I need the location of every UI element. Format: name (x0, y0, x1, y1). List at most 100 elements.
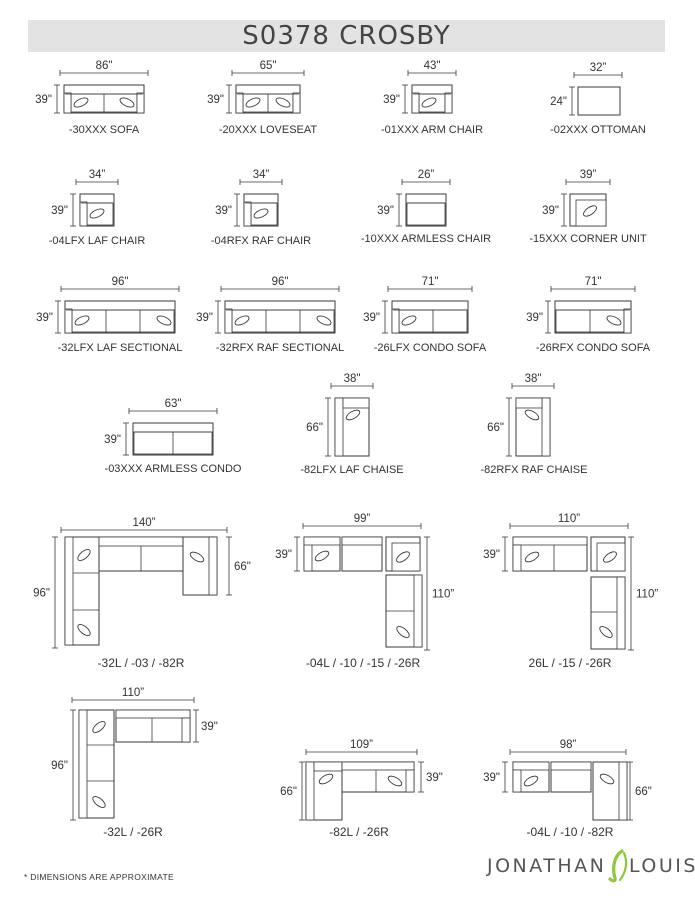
pillow (396, 551, 410, 563)
brand-name-right: LOUIS (629, 855, 695, 877)
depth-label: 96" (33, 588, 50, 600)
width-label: 65" (260, 60, 277, 72)
depth-label: 110” (636, 589, 658, 601)
config-code: 26L / -15 / -26R (529, 656, 612, 670)
width-label: 32” (590, 62, 607, 74)
right-arm (623, 308, 632, 334)
width-label: 34” (253, 169, 270, 181)
depth-label: 39" (201, 721, 218, 733)
back-rail (550, 761, 592, 771)
back-rail (115, 709, 191, 719)
config-code: -32L / -03 / -82R (98, 656, 185, 670)
item-code: -20XXX LOVESEAT (219, 124, 318, 136)
width-label: 71" (422, 276, 439, 288)
left-arm (235, 92, 244, 114)
width-label: 140” (132, 517, 155, 529)
back-rail (341, 536, 383, 546)
back-rail (64, 536, 74, 646)
depth-label: 39" (196, 312, 213, 324)
item-code: -15XXX CORNER UNIT (529, 233, 647, 245)
back-rail (341, 761, 415, 771)
width-label: 63" (165, 398, 182, 410)
back-rail (512, 761, 550, 771)
pillow (396, 625, 410, 639)
depth-label: 66" (234, 561, 251, 573)
pillow (314, 550, 330, 562)
width-label: 34” (89, 169, 106, 181)
pillow (73, 97, 89, 108)
unit-15: 38" 66" -82RFX RAF CHAISE (481, 373, 588, 476)
pillow (524, 551, 540, 563)
config-1: 140” 96" 66" -32L / -03 / -82R (33, 517, 251, 670)
config-3: 110”39"110”26L / -15 / -26R (483, 513, 658, 670)
left-arm (63, 92, 72, 114)
arm (405, 769, 415, 793)
config-code: -32L / -26R (103, 825, 163, 839)
pillow (156, 315, 172, 326)
pillow (77, 548, 91, 562)
left-arm (411, 92, 420, 114)
config-code: -04L / -10 / -82R (527, 825, 614, 839)
depth-label: 39" (483, 772, 500, 784)
pillow (583, 205, 597, 217)
depth-label: 39" (275, 549, 292, 561)
pillow (606, 315, 622, 326)
depth-label: 39" (526, 312, 543, 324)
item-code: -82RFX RAF CHAISE (481, 464, 588, 476)
left-arm (64, 308, 73, 334)
config-code: -82L / -26R (329, 825, 389, 839)
depth-label: 39" (215, 205, 232, 217)
item-code: -32RFX RAF SECTIONAL (216, 342, 344, 354)
pillow (603, 551, 617, 563)
right-arm (136, 92, 145, 114)
item-code: -26LFX CONDO SOFA (374, 342, 487, 354)
item-code: -30XXX SOFA (69, 124, 140, 136)
item-code: -03XXX ARMLESS CONDO (105, 463, 242, 475)
unit-6: 34”39"-04RFX RAF CHAIR (211, 169, 311, 247)
item-code: -04LFX LAF CHAIR (49, 235, 146, 247)
left-arm (243, 201, 252, 227)
depth-label: 66" (487, 422, 504, 434)
width-label: 86" (96, 60, 113, 72)
pillow (74, 315, 90, 326)
pillow (345, 409, 361, 421)
unit-12: 71"39"-26RFX CONDO SOFA (526, 276, 651, 354)
pillow (524, 409, 540, 421)
depth-label: 66" (306, 422, 323, 434)
width-label: 38" (525, 373, 542, 385)
width-label: 99” (354, 513, 371, 525)
depth-label: 39" (377, 205, 394, 217)
config-5: 109”66"39"-82L / -26R (280, 739, 443, 839)
item-code: -10XXX ARMLESS CHAIR (361, 233, 491, 245)
left-arm (79, 201, 88, 227)
depth-label: 39" (207, 94, 224, 106)
back-rail (413, 574, 423, 648)
back-rail (512, 536, 588, 546)
brand-name-left: JONATHAN (487, 855, 607, 877)
ottoman-outline (577, 86, 621, 116)
unit-7: 26”39"-10XXX ARMLESS CHAIR (361, 169, 491, 245)
unit-5: 34”39"-04LFX LAF CHAIR (49, 169, 146, 247)
pillow (92, 795, 106, 809)
pillow (92, 720, 106, 734)
item-code: -01XXX ARM CHAIR (381, 124, 483, 136)
pillow (253, 208, 269, 219)
depth-label: 39" (383, 94, 400, 106)
pillow (234, 315, 250, 326)
unit-3: 43" 39" -01XXX ARM CHAIR (381, 60, 483, 136)
width-label: 43" (424, 60, 441, 72)
config-2: 99”39"110”-04L / -10 / -15 / -26R (275, 513, 454, 670)
config-4: 110”96"39"-32L / -26R (51, 687, 218, 839)
unit-8: 39”39"-15XXX CORNER UNIT (529, 169, 647, 245)
item-code: -26RFX CONDO SOFA (536, 342, 651, 354)
depth-label: 24" (550, 96, 567, 108)
unit-1: 86"39"-30XXX SOFA (35, 60, 149, 136)
back-rail (303, 536, 341, 546)
pillow (275, 97, 291, 108)
chaise-back (515, 397, 543, 409)
pillow (119, 97, 135, 108)
depth-label: 39" (104, 434, 121, 446)
item-code: -82LFX LAF CHAISE (300, 464, 403, 476)
